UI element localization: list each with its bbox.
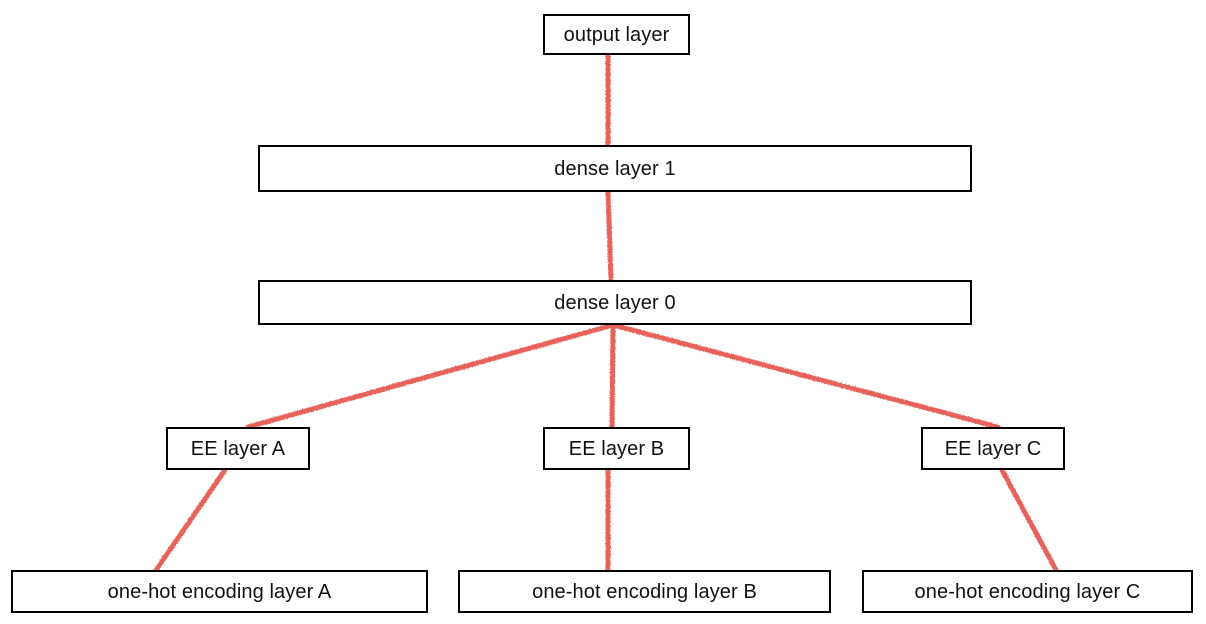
node-output-layer[interactable]: output layer <box>543 14 690 55</box>
edge-onehot-a-to-ee-a <box>153 467 228 573</box>
node-ee-layer-a[interactable]: EE layer A <box>166 427 310 470</box>
node-dense-layer-1[interactable]: dense layer 1 <box>258 145 972 192</box>
edge-ee-b-to-dense0 <box>609 322 616 430</box>
node-dense-layer-0[interactable]: dense layer 0 <box>258 280 972 325</box>
node-label-one-hot-c: one-hot encoding layer C <box>914 580 1141 603</box>
node-one-hot-b[interactable]: one-hot encoding layer B <box>458 570 831 613</box>
node-ee-layer-c[interactable]: EE layer C <box>921 427 1065 470</box>
node-label-output-layer: output layer <box>563 23 670 46</box>
node-label-dense-layer-0: dense layer 0 <box>554 291 676 314</box>
edge-onehot-c-to-ee-c <box>999 467 1059 573</box>
node-label-ee-layer-b: EE layer B <box>568 437 665 460</box>
node-label-ee-layer-c: EE layer C <box>944 437 1042 460</box>
node-one-hot-a[interactable]: one-hot encoding layer A <box>11 570 428 613</box>
node-label-dense-layer-1: dense layer 1 <box>554 157 676 180</box>
node-ee-layer-b[interactable]: EE layer B <box>543 427 690 470</box>
node-one-hot-c[interactable]: one-hot encoding layer C <box>862 570 1193 613</box>
node-label-one-hot-a: one-hot encoding layer A <box>107 580 332 603</box>
node-label-ee-layer-a: EE layer A <box>190 437 286 460</box>
edge-ee-a-to-dense0 <box>245 322 616 430</box>
edge-dense0-to-dense1 <box>605 189 614 283</box>
edge-ee-c-to-dense0 <box>610 322 1001 430</box>
node-label-one-hot-b: one-hot encoding layer B <box>532 580 757 603</box>
